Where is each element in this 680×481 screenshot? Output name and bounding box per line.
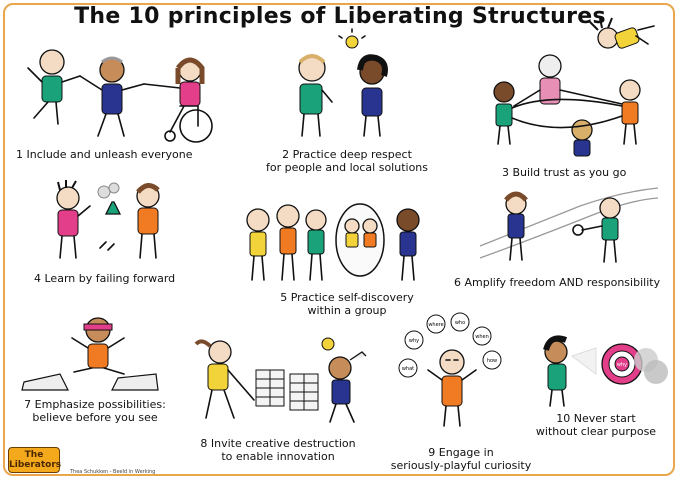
principle-7-caption: 7 Emphasize possibilities: believe befor… [24,398,166,424]
figures-include-everyone [27,49,213,143]
page-title: The 10 principles of Liberating Structur… [74,4,606,29]
bubble-where: where [428,322,443,328]
page-border [3,3,675,476]
figures-creative-destruction [194,337,367,423]
bubble-who: who [455,320,465,326]
principle-8-caption: 8 Invite creative destruction to enable … [200,437,356,463]
principle-3-caption: 3 Build trust as you go [502,166,627,179]
figures-freedom-responsibility [479,187,659,263]
target-label: why [617,362,627,368]
principle-1-caption: 1 Include and unleash everyone [16,148,193,161]
bubble-how: how [487,358,497,364]
principle-5-caption: 5 Practice self-discovery within a group [280,291,414,317]
principle-10-caption: 10 Never start without clear purpose [535,412,657,438]
bubble-when: when [475,334,489,340]
figures-emphasize-possibilities [21,317,159,391]
figures-build-trust [493,17,655,157]
artist-credit: Thea Schukken - Beeld in Werking [70,469,156,475]
principle-6-caption: 6 Amplify freedom AND responsibility [454,276,661,289]
principle-2-caption: 2 Practice deep respect for people and l… [265,148,428,174]
figures-playful-curiosity: why where who when how what [398,312,502,427]
principle-4-caption: 4 Learn by failing forward [34,272,176,285]
bubble-why: why [409,338,419,344]
figures-self-discovery [246,203,420,281]
liberators-logo: The Liberators [8,447,61,473]
figures-clear-purpose: why [543,335,668,407]
figures-deep-respect [298,28,388,137]
figures-failing-forward [56,180,160,259]
bubble-what: what [402,366,414,372]
principle-9-caption: 9 Engage in seriously-playful curiosity [390,446,532,472]
